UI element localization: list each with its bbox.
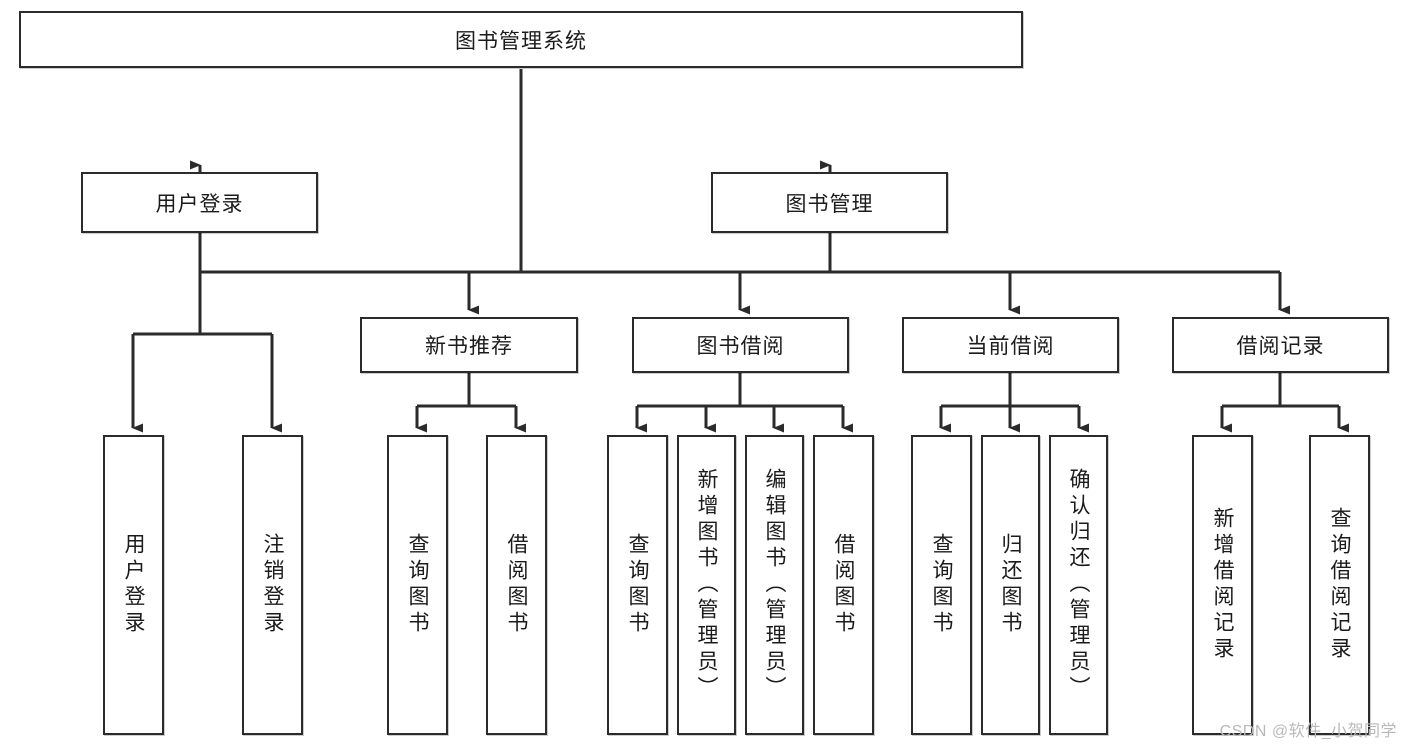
node-leaf-confirm-return-label: 确认归还（管理员） bbox=[1067, 468, 1090, 702]
node-leaf-query-book-2[interactable]: 查询图书 bbox=[607, 435, 668, 735]
node-leaf-logout-login[interactable]: 注销登录 bbox=[242, 435, 303, 735]
node-leaf-borrow-book-1-label: 借阅图书 bbox=[505, 533, 528, 637]
node-leaf-borrow-book-2-label: 借阅图书 bbox=[832, 533, 855, 637]
csdn-watermark: CSDN @软件_小贺同学 bbox=[1219, 723, 1397, 740]
node-leaf-borrow-book-1[interactable]: 借阅图书 bbox=[486, 435, 547, 735]
node-leaf-return-book-label: 归还图书 bbox=[999, 533, 1022, 637]
node-leaf-add-book-label: 新增图书（管理员） bbox=[695, 468, 718, 702]
node-leaf-confirm-return[interactable]: 确认归还（管理员） bbox=[1049, 435, 1108, 735]
node-current-borrow[interactable]: 当前借阅 bbox=[902, 317, 1119, 373]
node-new-book-recommend-label: 新书推荐 bbox=[425, 335, 513, 358]
node-leaf-add-book[interactable]: 新增图书（管理员） bbox=[677, 435, 736, 735]
node-leaf-borrow-book-2[interactable]: 借阅图书 bbox=[813, 435, 874, 735]
node-leaf-user-login[interactable]: 用户登录 bbox=[103, 435, 164, 735]
node-user-login-label: 用户登录 bbox=[155, 192, 244, 216]
node-root-label: 图书管理系统 bbox=[455, 29, 587, 53]
node-root[interactable]: 图书管理系统 bbox=[19, 11, 1023, 68]
node-leaf-add-borrow-record-label: 新增借阅记录 bbox=[1211, 507, 1234, 663]
node-leaf-query-book-3-label: 查询图书 bbox=[930, 533, 953, 637]
node-leaf-query-book-2-label: 查询图书 bbox=[626, 533, 649, 637]
node-book-borrow[interactable]: 图书借阅 bbox=[632, 317, 849, 373]
node-leaf-query-book-1[interactable]: 查询图书 bbox=[387, 435, 448, 735]
node-leaf-query-book-3[interactable]: 查询图书 bbox=[911, 435, 972, 735]
node-leaf-user-login-label: 用户登录 bbox=[122, 533, 145, 637]
node-borrow-record[interactable]: 借阅记录 bbox=[1172, 317, 1389, 373]
node-leaf-query-borrow-record-label: 查询借阅记录 bbox=[1328, 507, 1351, 663]
node-leaf-return-book[interactable]: 归还图书 bbox=[981, 435, 1040, 735]
node-book-manage[interactable]: 图书管理 bbox=[711, 172, 948, 233]
node-leaf-query-book-1-label: 查询图书 bbox=[406, 533, 429, 637]
node-leaf-add-borrow-record[interactable]: 新增借阅记录 bbox=[1192, 435, 1253, 735]
node-leaf-logout-login-label: 注销登录 bbox=[261, 533, 284, 637]
node-leaf-edit-book[interactable]: 编辑图书（管理员） bbox=[745, 435, 804, 735]
node-leaf-query-borrow-record[interactable]: 查询借阅记录 bbox=[1309, 435, 1370, 735]
node-user-login[interactable]: 用户登录 bbox=[81, 172, 318, 233]
node-book-borrow-label: 图书借阅 bbox=[696, 335, 785, 358]
node-leaf-edit-book-label: 编辑图书（管理员） bbox=[763, 468, 786, 702]
node-new-book-recommend[interactable]: 新书推荐 bbox=[360, 317, 578, 373]
node-current-borrow-label: 当前借阅 bbox=[966, 335, 1055, 358]
node-borrow-record-label: 借阅记录 bbox=[1236, 335, 1325, 358]
node-book-manage-label: 图书管理 bbox=[785, 192, 874, 216]
